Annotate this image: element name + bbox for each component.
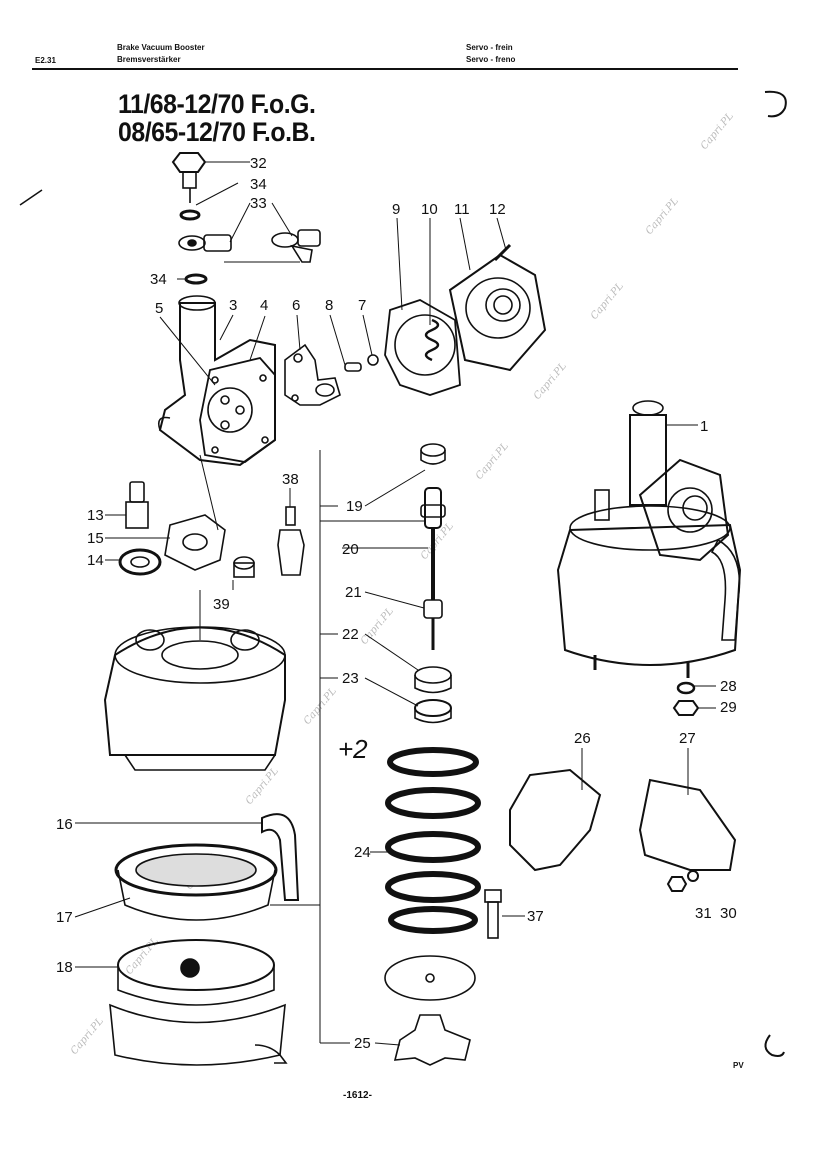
seat-plate [384,955,476,1001]
washer-28 [676,681,696,695]
watermark-text: Capri.PL [532,360,569,401]
part-label: 34 [250,176,267,193]
watermark-text: Capri.PL [244,765,281,806]
part-label: 34 [150,271,167,288]
part-label: 4 [260,297,268,314]
part-label: 29 [720,699,737,716]
watermark-text: Capri.PL [302,685,339,726]
part-label: 32 [250,155,267,172]
part-label: 5 [155,300,163,317]
part-label: 8 [325,297,333,314]
part-label: 1 [700,418,708,435]
assembled-booster [556,400,742,678]
part-label: 31 [695,905,712,922]
part-label: 26 [574,730,591,747]
part-label: 10 [421,201,438,218]
part-label: 25 [354,1035,371,1052]
part-label: 39 [213,596,230,613]
part-label: 16 [56,816,73,833]
booster-front-shell [103,626,286,771]
hose-16 [261,813,300,901]
diaphragm-17 [114,843,278,921]
watermark-text: Capri.PL [69,1015,106,1056]
valve-cover-assembly [384,243,547,396]
bracket-25 [393,1014,471,1066]
valve-housing [157,295,276,467]
diaphragm-plate-18 [109,939,288,1066]
footer-mark: PV [733,1061,744,1070]
bolt-37 [484,889,502,939]
part-label: 27 [679,730,696,747]
header-title-de: Bremsverstärker [117,55,181,64]
gasket-6 [284,343,341,406]
part-label: 3 [229,297,237,314]
part-label: 11 [454,201,470,218]
part-label: 21 [345,584,362,601]
watermark-text: Capri.PL [474,440,511,481]
nut-31 [666,876,688,892]
part-label: 33 [250,195,267,212]
watermark-text: Capri.PL [359,605,396,646]
watermark-text: Capri.PL [419,520,456,561]
bracket-26 [509,768,602,872]
model-range-line1: 11/68-12/70 F.o.G. [118,89,316,119]
valve-8 [344,362,362,372]
spring-24 [385,747,481,934]
section-code: E2.31 [35,56,56,65]
watermark-text: Capri.PL [124,935,161,976]
model-range-line2: 08/65-12/70 F.o.B. [118,117,316,147]
part-label: 12 [489,201,506,218]
header-title-en: Brake Vacuum Booster [117,43,205,52]
bracket-27 [638,778,737,871]
push-rod-assembly [414,443,452,724]
part-label: 14 [87,552,104,569]
part-label: 22 [342,626,359,643]
header-rule [32,68,738,70]
part-label: 7 [358,297,366,314]
part-number-labels: 1 3 4 5 6 7 8 9 10 11 12 13 14 15 16 17 … [56,155,737,1052]
part-label: 23 [342,670,359,687]
part-label: 17 [56,909,73,926]
nut-29 [672,700,700,716]
header-title-fr: Servo - frein [466,43,513,52]
part-label: 37 [527,908,544,925]
valve-seat-7 [367,354,379,366]
part-label: 9 [392,201,400,218]
page-number: -1612- [343,1090,372,1101]
part-label: 13 [87,507,104,524]
fittings-38-39 [233,506,305,578]
part-label: 19 [346,498,363,515]
part-label: 30 [720,905,737,922]
part-label: 18 [56,959,73,976]
scan-marks [19,90,787,1057]
washer-30 [687,870,699,882]
watermark-text: Capri.PL [644,195,681,236]
banjo-bolt-assembly [171,152,321,285]
part-label: +2 [338,734,368,764]
part-label: 38 [282,471,299,488]
part-label: 20 [342,541,359,558]
part-label: 28 [720,678,737,695]
leader-lines [74,161,716,1046]
check-valve-assembly [118,481,226,576]
part-label: 15 [87,530,104,547]
watermark-text: Capri.PL [699,110,736,151]
watermark-text: Capri.PL [589,280,626,321]
header-title-it: Servo - freno [466,55,516,64]
part-label: 6 [292,297,300,314]
part-label: 24 [354,844,371,861]
